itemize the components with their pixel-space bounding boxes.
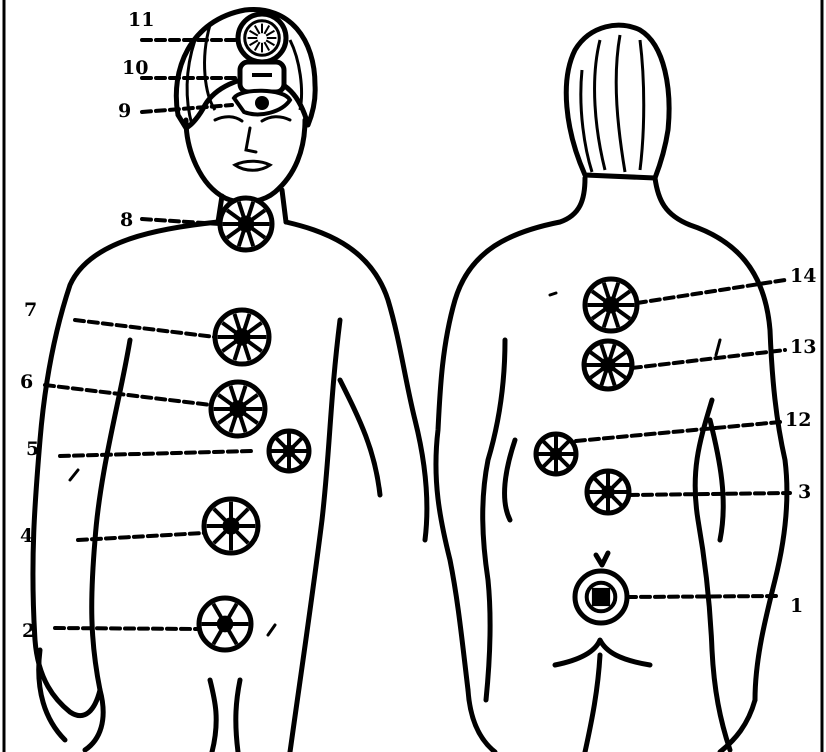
front-hip-right bbox=[236, 680, 240, 752]
label-group: 11 10 9 8 7 6 5 4 2 14 13 12 3 1 bbox=[20, 9, 816, 642]
back-left-hand bbox=[468, 690, 495, 752]
back-left-arm-inner bbox=[505, 440, 515, 520]
chakra-label-2: 2 bbox=[22, 620, 35, 642]
chakra-7 bbox=[215, 310, 269, 364]
chakra-label-11: 11 bbox=[128, 9, 154, 31]
mark bbox=[550, 293, 556, 295]
hair-strand bbox=[640, 40, 644, 170]
chakra-label-6: 6 bbox=[20, 371, 33, 393]
chakra-label-5: 5 bbox=[26, 438, 39, 460]
chakra-6 bbox=[211, 382, 265, 436]
chakra-group bbox=[199, 14, 637, 650]
chakra-label-4: 4 bbox=[20, 525, 33, 547]
back-left-arm bbox=[483, 340, 505, 700]
chakra-4 bbox=[204, 499, 258, 553]
tailbone-mark bbox=[596, 553, 608, 565]
leader-line-3 bbox=[629, 493, 790, 495]
leader-line-12 bbox=[576, 422, 780, 441]
chakra-label-13: 13 bbox=[790, 336, 816, 358]
chakra-9-center bbox=[255, 96, 269, 110]
buttocks bbox=[555, 640, 650, 665]
back-leg-split bbox=[585, 655, 600, 752]
chakra-label-10: 10 bbox=[122, 57, 148, 79]
chakra-13 bbox=[584, 341, 632, 389]
chakra-label-12: 12 bbox=[785, 409, 811, 431]
mark bbox=[716, 340, 720, 355]
left-eye bbox=[215, 117, 242, 121]
chakra-11 bbox=[238, 14, 286, 62]
leader-line-2 bbox=[55, 628, 199, 629]
mark bbox=[70, 470, 78, 480]
chakra-label-14: 14 bbox=[790, 265, 816, 287]
leader-line-6 bbox=[45, 385, 211, 405]
chakra-14 bbox=[585, 279, 637, 331]
front-right-side bbox=[290, 320, 340, 752]
chakra-label-8: 8 bbox=[120, 209, 133, 231]
back-right-arm bbox=[695, 400, 730, 750]
leader-line-13 bbox=[632, 350, 785, 368]
chakra-label-1: 1 bbox=[790, 595, 803, 617]
right-eye bbox=[262, 117, 290, 121]
chakra-5 bbox=[269, 431, 309, 471]
nose bbox=[246, 128, 256, 152]
chakra-label-9: 9 bbox=[118, 100, 131, 122]
leader-line-5 bbox=[60, 451, 252, 456]
back-right-arm-inner bbox=[710, 420, 723, 540]
mouth bbox=[235, 161, 270, 170]
hair-strand bbox=[616, 35, 625, 172]
front-hip-left bbox=[210, 680, 216, 752]
leader-line-1 bbox=[627, 596, 780, 597]
hair-strand bbox=[595, 40, 605, 170]
leader-group bbox=[45, 40, 790, 629]
chakra-2 bbox=[199, 598, 251, 650]
chakra-label-7: 7 bbox=[24, 299, 37, 321]
chakra-1 bbox=[575, 571, 627, 623]
chakra-12 bbox=[536, 434, 576, 474]
chakra-label-3: 3 bbox=[798, 481, 811, 503]
chakra-3 bbox=[587, 471, 629, 513]
front-neck-right bbox=[282, 190, 286, 222]
mark bbox=[268, 625, 275, 635]
leader-line-7 bbox=[75, 320, 215, 337]
front-right-arm bbox=[340, 380, 380, 495]
hair-strand bbox=[581, 70, 592, 172]
chakra-8 bbox=[220, 198, 272, 250]
